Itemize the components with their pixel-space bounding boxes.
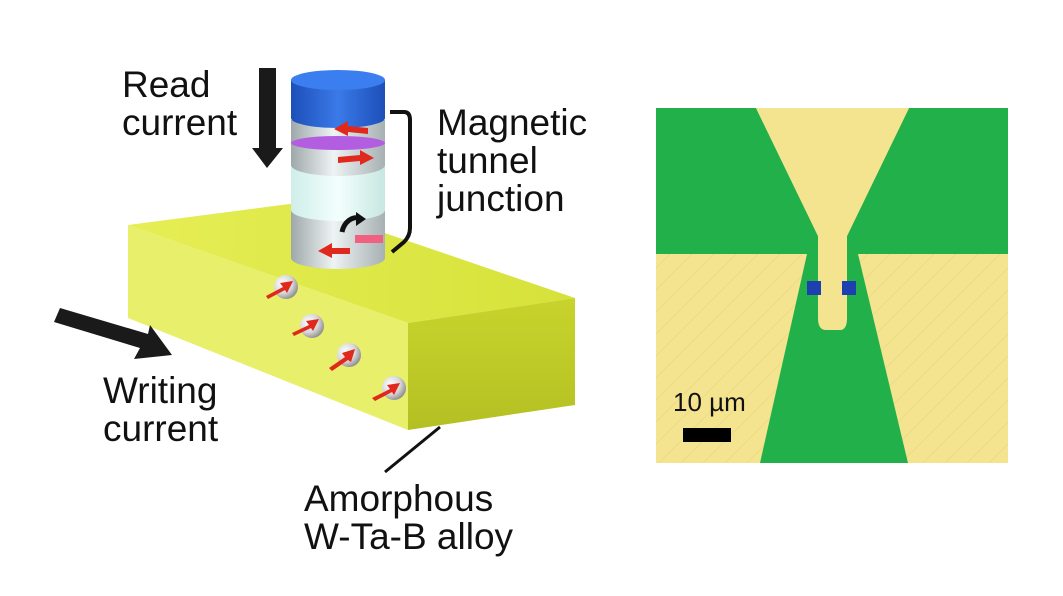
alloy-bar-side	[128, 225, 408, 430]
spin-arrow-left-upper	[334, 121, 368, 136]
mtj-spacer-layer	[291, 136, 385, 150]
read-current-arrow	[252, 68, 283, 168]
electron	[266, 275, 298, 299]
mtj-pillar	[291, 70, 412, 269]
mtj-bracket	[390, 110, 412, 254]
micrograph-top-electrode	[756, 108, 909, 236]
electron	[292, 314, 324, 338]
micrograph-pad-right	[842, 281, 856, 295]
micrograph-green-right	[847, 108, 1008, 254]
read-current-label: Read current	[122, 64, 238, 143]
spin-arrow-left-lower	[318, 243, 350, 258]
scale-bar	[683, 428, 731, 442]
micrograph-green-bottom	[760, 254, 908, 463]
mtj-barrier	[291, 165, 385, 221]
scale-bar-label: 10 µm	[673, 387, 746, 417]
writing-current-arrow	[54, 308, 172, 359]
alloy-leader-line	[384, 425, 441, 474]
alloy-label: Amorphous W-Ta-B alloy	[304, 478, 514, 557]
writing-current-label: Writing current	[103, 370, 219, 449]
micrograph-green-left	[656, 108, 818, 254]
micrograph-neck	[818, 236, 847, 330]
mtj-spin-arrows	[318, 121, 383, 258]
spin-arrow-right	[338, 150, 374, 165]
mtj-cap-top	[291, 70, 385, 90]
electron	[329, 343, 361, 371]
micrograph-pad-left	[807, 281, 821, 295]
mtj-label: Magnetic tunnel junction	[437, 102, 588, 219]
spin-arrow-pink	[355, 235, 383, 243]
mtj-free-layer	[291, 210, 385, 269]
micrograph	[656, 108, 1008, 463]
mtj-cap-layer	[291, 80, 385, 128]
electrons	[266, 275, 406, 401]
alloy-bar-front	[408, 298, 575, 430]
electron	[372, 376, 406, 401]
